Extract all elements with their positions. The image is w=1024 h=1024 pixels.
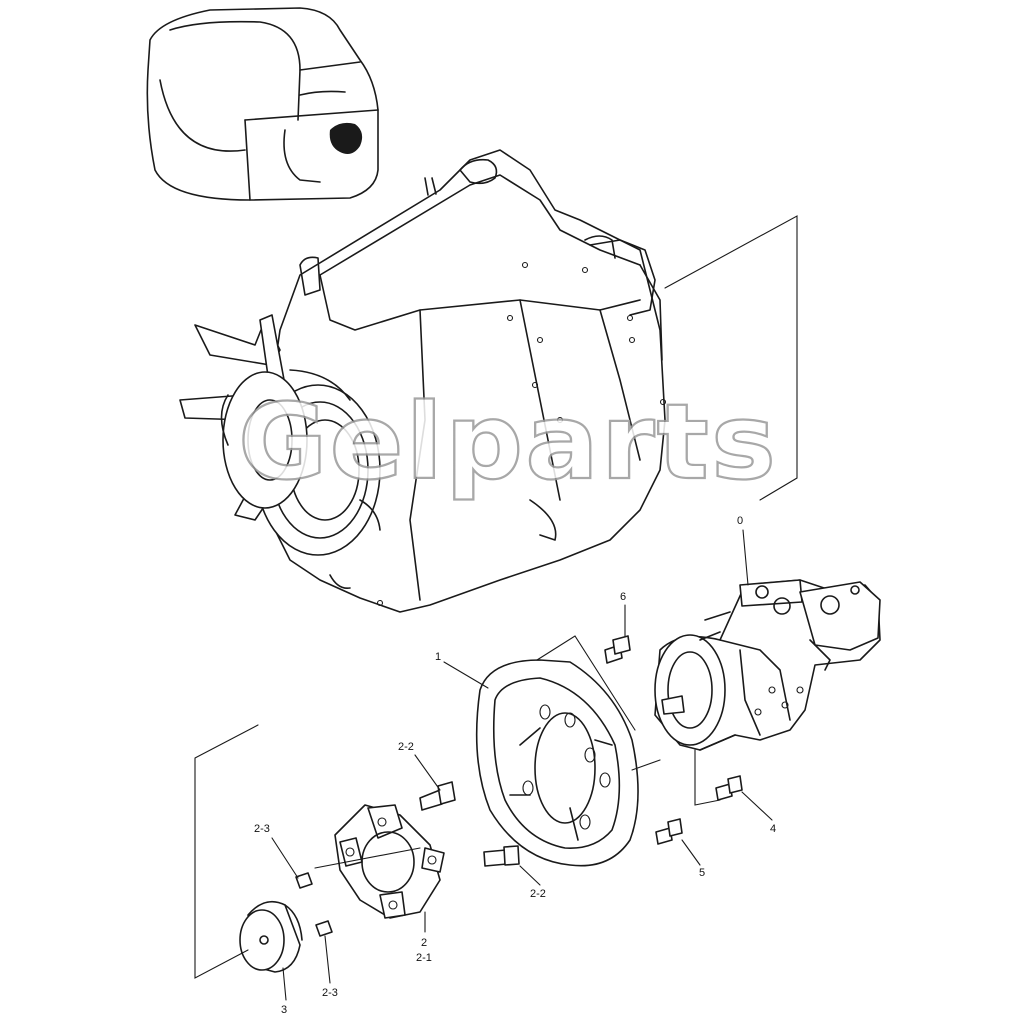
reference-frame-lower <box>194 724 259 979</box>
coupling-hub <box>239 900 303 973</box>
flywheel-housing <box>475 635 661 867</box>
callout-hub: 3 <box>281 1004 287 1016</box>
bolt-2-2-right <box>483 845 520 867</box>
callout-bolt-6: 6 <box>620 591 626 603</box>
callout-bolt-4: 4 <box>770 823 776 835</box>
callout-flywheel-housing: 1 <box>435 651 441 663</box>
callout-bolt-5: 5 <box>699 867 705 879</box>
callout-set-screw-2-3-bottom: 2-3 <box>322 987 338 999</box>
reference-frame-upper <box>664 215 798 501</box>
bolt-2-2-top <box>419 781 456 811</box>
callout-set-screw-2-3-left: 2-3 <box>254 823 270 835</box>
callout-coupling: 2 <box>421 937 427 949</box>
bolt-4 <box>715 775 743 801</box>
hydraulic-pump <box>654 579 881 751</box>
leader-lines <box>271 529 773 1001</box>
callout-bolt-2-2-top: 2-2 <box>398 741 414 753</box>
bolt-5 <box>655 818 683 845</box>
set-screw-2-3-left <box>295 872 313 889</box>
set-screw-2-3-bottom <box>315 920 333 937</box>
watermark-text: Gelparts <box>238 381 778 503</box>
callout-bolt-2-2-right: 2-2 <box>530 888 546 900</box>
bolt-6 <box>604 635 631 664</box>
engine-cover <box>146 7 379 201</box>
coupling <box>334 804 445 919</box>
callout-coupling-sub-1: 2-1 <box>416 952 432 964</box>
cooling-fan <box>179 314 381 556</box>
callout-pump: 0 <box>737 515 743 527</box>
